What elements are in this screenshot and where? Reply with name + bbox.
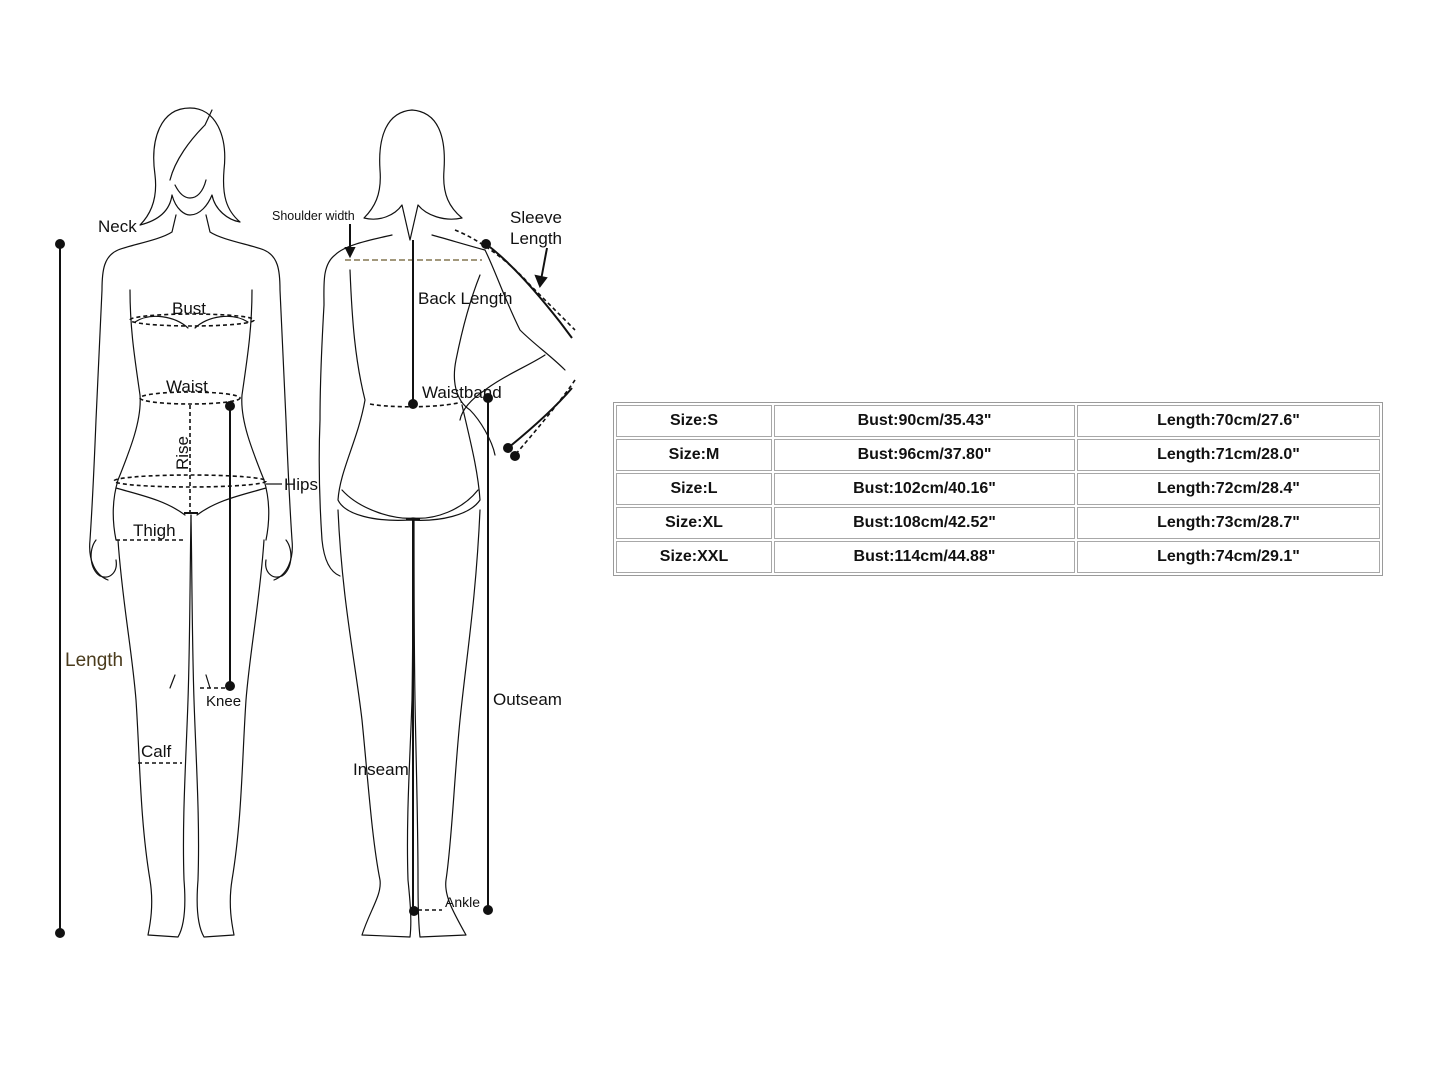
front-figure-outline — [89, 107, 293, 938]
calf-label: Calf — [141, 742, 172, 761]
length-cell: Length:74cm/29.1" — [1077, 541, 1380, 573]
length-cell: Length:70cm/27.6" — [1077, 405, 1380, 437]
outseam-label: Outseam — [493, 690, 562, 709]
size-cell: Size:L — [616, 473, 772, 505]
outseam-front-bottom-dot — [225, 681, 235, 691]
inseam-label: Inseam — [353, 760, 409, 779]
waist-label: Waist — [166, 377, 208, 396]
size-chart: Size:S Bust:90cm/35.43" Length:70cm/27.6… — [613, 402, 1383, 576]
size-cell: Size:XL — [616, 507, 772, 539]
sleeve-length-label-line1: Sleeve — [510, 208, 562, 227]
length-label: Length — [65, 650, 123, 671]
sleeve-length-arrow — [540, 247, 548, 281]
inseam-bottom-dot — [409, 906, 419, 916]
bust-measure-dashed — [129, 313, 255, 327]
sleeve-bottom-dot-1 — [503, 443, 513, 453]
outseam-top-dot — [483, 393, 493, 403]
size-cell: Size:M — [616, 439, 772, 471]
bust-cell: Bust:96cm/37.80" — [774, 439, 1075, 471]
table-row: Size:L Bust:102cm/40.16" Length:72cm/28.… — [616, 473, 1380, 505]
size-table: Size:S Bust:90cm/35.43" Length:70cm/27.6… — [613, 402, 1383, 576]
table-row: Size:M Bust:96cm/37.80" Length:71cm/28.0… — [616, 439, 1380, 471]
sleeve-length-line — [485, 243, 573, 449]
hips-measure-dashed — [113, 474, 267, 488]
bust-cell: Bust:102cm/40.16" — [774, 473, 1075, 505]
sleeve-measure-dashed — [454, 229, 576, 456]
sleeve-bottom-dot-2 — [510, 451, 520, 461]
back-length-bottom-dot — [408, 399, 418, 409]
sleeve-length-label-line2: Length — [510, 229, 562, 248]
size-cell: Size:XXL — [616, 541, 772, 573]
back-length-label: Back Length — [418, 289, 513, 308]
table-row: Size:XL Bust:108cm/42.52" Length:73cm/28… — [616, 507, 1380, 539]
bust-cell: Bust:114cm/44.88" — [774, 541, 1075, 573]
length-top-dot — [55, 239, 65, 249]
knee-label: Knee — [206, 693, 241, 710]
length-cell: Length:73cm/28.7" — [1077, 507, 1380, 539]
shoulder-width-arrow-head — [344, 247, 356, 259]
waist-measure-dashed — [139, 391, 241, 405]
body-measurement-diagram: Neck Bust Waist Rise Hips Thigh Length K… — [55, 107, 576, 938]
sleeve-top-dot — [481, 239, 491, 249]
sleeve-length-arrow-head — [534, 274, 548, 289]
neck-label: Neck — [98, 217, 137, 236]
waistband-label: Waistband — [422, 383, 502, 402]
bust-label: Bust — [172, 299, 206, 318]
length-cell: Length:72cm/28.4" — [1077, 473, 1380, 505]
size-cell: Size:S — [616, 405, 772, 437]
outseam-bottom-dot — [483, 905, 493, 915]
ankle-label: Ankle — [445, 894, 480, 910]
bust-cell: Bust:108cm/42.52" — [774, 507, 1075, 539]
shoulder-width-label: Shoulder width — [272, 209, 355, 223]
table-row: Size:S Bust:90cm/35.43" Length:70cm/27.6… — [616, 405, 1380, 437]
thigh-label: Thigh — [133, 521, 176, 540]
table-row: Size:XXL Bust:114cm/44.88" Length:74cm/2… — [616, 541, 1380, 573]
length-bottom-dot — [55, 928, 65, 938]
length-cell: Length:71cm/28.0" — [1077, 439, 1380, 471]
rise-label: Rise — [173, 436, 192, 470]
bust-cell: Bust:90cm/35.43" — [774, 405, 1075, 437]
outseam-front-top-dot — [225, 401, 235, 411]
hips-label: Hips — [284, 475, 318, 494]
